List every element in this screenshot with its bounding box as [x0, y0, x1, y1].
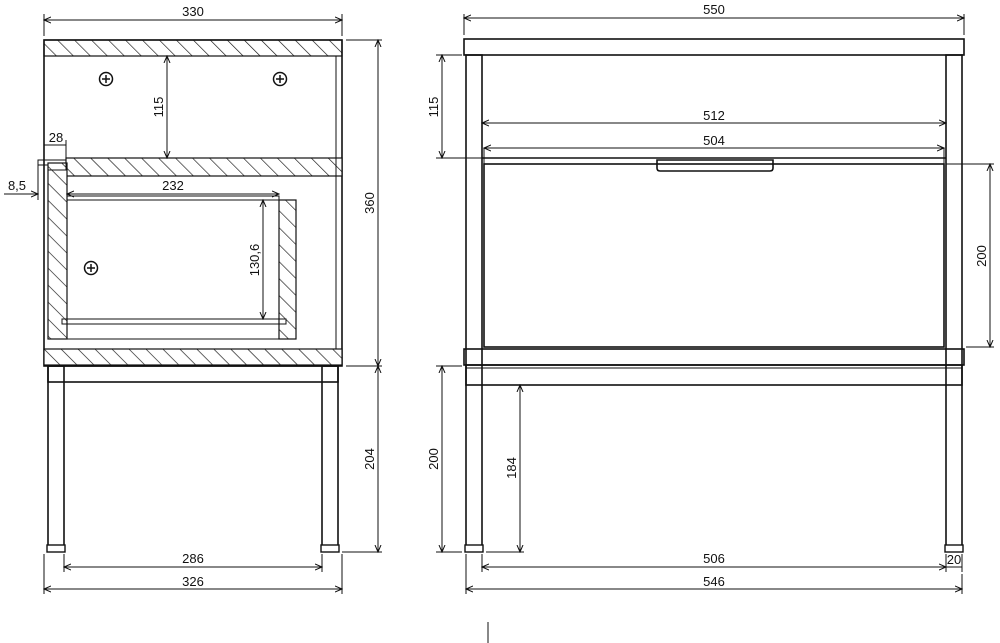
- dim-front-leg-inner: 506: [703, 551, 725, 566]
- dim-side-overall-height: 360: [362, 192, 377, 214]
- dim-side-back-offset: 28: [49, 130, 63, 145]
- dim-side-leg-height: 204: [362, 448, 377, 470]
- front-bottom-rail: [463, 348, 965, 366]
- side-middle-shelf: [65, 157, 343, 177]
- front-drawer: [483, 163, 945, 348]
- dim-front-overall-width: 550: [703, 2, 725, 17]
- screw-icon: [98, 71, 114, 87]
- screw-icon: [83, 260, 99, 276]
- side-view: 330 115 28 8,5 232 130,6 360 204 286: [4, 4, 382, 594]
- dim-front-drawer-width: 504: [703, 133, 725, 148]
- side-top-panel: [43, 39, 343, 57]
- side-drawer-front: [47, 162, 68, 340]
- dim-front-leg-outer: 546: [703, 574, 725, 589]
- dim-side-leg-inner: 286: [182, 551, 204, 566]
- dim-side-leg-outer: 326: [182, 574, 204, 589]
- side-drawer-back: [278, 199, 297, 340]
- side-leg-left: [47, 365, 65, 550]
- front-top-panel: [463, 38, 965, 56]
- dim-front-leg-foot: 20: [947, 552, 961, 567]
- dim-side-drawer-height: 130,6: [247, 244, 262, 277]
- dim-side-drawer-depth: 232: [162, 178, 184, 193]
- side-cabinet-outline: [43, 39, 343, 367]
- side-drawer-bottom: [61, 318, 287, 325]
- dim-side-top-space: 115: [151, 97, 166, 118]
- dim-front-inner-width: 512: [703, 108, 725, 123]
- dim-front-drawer-height: 200: [974, 245, 989, 267]
- screw-icon: [272, 71, 288, 87]
- front-post-right: [945, 54, 963, 551]
- dim-front-leg-height: 200: [426, 448, 441, 470]
- dim-front-leg-clear: 184: [504, 457, 519, 479]
- dim-front-top-space: 115: [426, 97, 441, 118]
- front-view: 550 115 512 504 200 200 184 506: [426, 2, 994, 594]
- side-bottom-panel: [43, 348, 343, 366]
- front-post-left: [465, 54, 483, 551]
- drawer-handle: [656, 159, 774, 172]
- dim-side-overall-width: 330: [182, 4, 204, 19]
- dim-side-front-offset: 8,5: [8, 178, 26, 193]
- side-leg-right: [321, 365, 339, 550]
- side-leg-frame: [47, 365, 339, 383]
